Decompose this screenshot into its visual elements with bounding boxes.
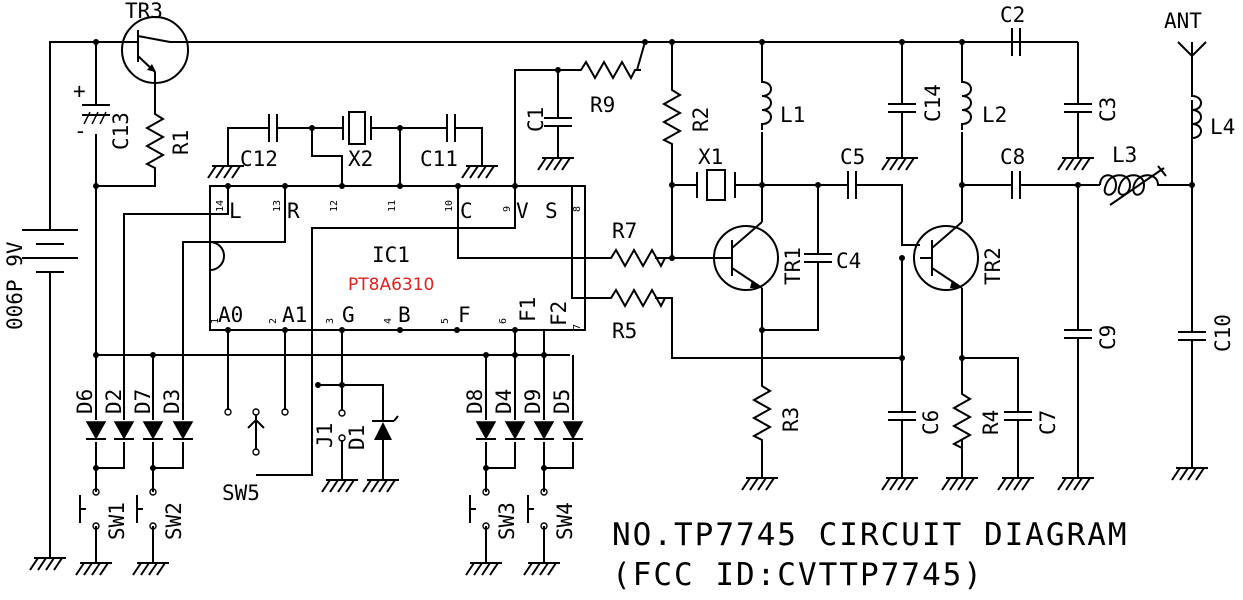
pin-label-a0: A0 <box>218 303 243 327</box>
pin-label-v: V <box>516 199 529 223</box>
label-j1: J1 <box>313 423 337 448</box>
pin-label-g: G <box>342 303 355 327</box>
pin-6: 6 <box>498 318 509 324</box>
label-l3: L3 <box>1112 143 1137 167</box>
label-r2: R2 <box>689 107 713 132</box>
label-x1: X1 <box>698 145 723 169</box>
transistor-tr2: TR2 <box>913 221 1005 291</box>
capacitor-c13: + - C13 <box>73 79 133 150</box>
pin-label-b: B <box>398 303 411 327</box>
crystal-x1 <box>696 169 736 201</box>
label-d6: D6 <box>73 389 97 414</box>
label-c10: C10 <box>1211 314 1235 352</box>
label-r3: R3 <box>779 407 803 432</box>
pin-8: 8 <box>572 206 583 212</box>
label-tr3: TR3 <box>125 0 163 23</box>
pin-14: 14 <box>215 200 226 212</box>
c13-minus: - <box>74 119 87 143</box>
inductor-l3 <box>1099 165 1167 206</box>
ic1-name: IC1 <box>372 243 410 267</box>
label-c1: C1 <box>524 107 548 132</box>
diagram-title: NO.TP7745 CIRCUIT DIAGRAM <box>612 517 1129 553</box>
label-c6: C6 <box>919 410 943 435</box>
label-r9: R7 <box>612 219 637 243</box>
pin-4: 4 <box>383 318 394 324</box>
antenna-icon <box>1177 41 1207 92</box>
pin-label-f: F <box>458 303 471 327</box>
pin-11: 11 <box>387 200 398 212</box>
label-sw5: SW5 <box>222 481 260 505</box>
label-sw1: SW1 <box>105 502 129 540</box>
pin-label-r: R <box>287 199 300 223</box>
label-d2: D2 <box>102 389 126 414</box>
zener-d1 <box>372 415 399 440</box>
label-l4: L4 <box>1210 115 1235 139</box>
label-x2: X2 <box>348 147 373 171</box>
label-c8: C8 <box>1000 145 1025 169</box>
label-d9: D9 <box>521 389 545 414</box>
label-l1: L1 <box>780 103 805 127</box>
switch-sw5 <box>224 408 289 456</box>
diagram-subtitle: (FCC ID:CVTTP7745) <box>612 557 984 593</box>
label-r4: R5 <box>612 319 637 343</box>
label-c5: C5 <box>840 145 865 169</box>
label-d3: D3 <box>160 389 184 414</box>
label-d1: D1 <box>345 425 369 450</box>
pin-1: 1 <box>210 318 221 324</box>
label-d7: D7 <box>131 389 155 414</box>
label-c9: C9 <box>1096 325 1120 350</box>
label-tr1: TR1 <box>781 247 805 285</box>
transistor-tr1: TR1 <box>672 221 805 291</box>
pin-3: 3 <box>325 318 336 324</box>
pin-label-s: S <box>545 199 558 223</box>
label-r5: R4 <box>979 410 1003 435</box>
label-r1: R1 <box>169 130 193 155</box>
pin-5: 5 <box>440 318 451 324</box>
pin-9: 9 <box>502 206 513 212</box>
ic1-part: PT8A6310 <box>348 275 434 295</box>
pin-label-l: L <box>229 199 242 223</box>
battery-label: 006P 9V <box>3 241 27 330</box>
label-c14: C14 <box>921 84 945 122</box>
label-c13: C13 <box>109 112 133 150</box>
label-ant: ANT <box>1164 9 1202 33</box>
pin-10: 10 <box>444 200 455 212</box>
pin-label-f1: F1 <box>516 297 540 322</box>
pin-label-a1: A1 <box>282 303 307 327</box>
label-c7: C7 <box>1036 410 1060 435</box>
pin-13: 13 <box>272 200 283 212</box>
pin-7: 7 <box>572 324 583 330</box>
label-c2: C2 <box>1000 3 1025 27</box>
battery: 006P 9V <box>3 229 78 330</box>
label-sw4: SW4 <box>553 502 577 540</box>
ic1-chip: IC1 PT8A6310 14 13 12 11 10 9 8 L R C V … <box>209 183 586 333</box>
label-d5: D5 <box>550 389 574 414</box>
label-c4: C4 <box>836 249 861 273</box>
pin-2: 2 <box>268 318 279 324</box>
label-c11: C11 <box>420 147 458 171</box>
pin-12: 12 <box>329 200 340 212</box>
c13-plus: + <box>73 79 86 103</box>
junction-dots <box>93 39 1195 471</box>
label-c3: C3 <box>1096 97 1120 122</box>
pin-label-f2: F2 <box>547 301 571 326</box>
crystal-x2 <box>342 111 372 145</box>
label-sw2: SW2 <box>162 502 186 540</box>
label-tr2: TR2 <box>981 247 1005 285</box>
label-r7: R9 <box>590 93 615 117</box>
label-d4: D4 <box>492 389 516 414</box>
label-c12: C12 <box>240 147 278 171</box>
label-l2: L2 <box>982 103 1007 127</box>
label-sw3: SW3 <box>495 502 519 540</box>
transistor-tr3: TR3 <box>120 0 189 84</box>
label-d8: D8 <box>463 389 487 414</box>
pin-label-c: C <box>460 199 473 223</box>
